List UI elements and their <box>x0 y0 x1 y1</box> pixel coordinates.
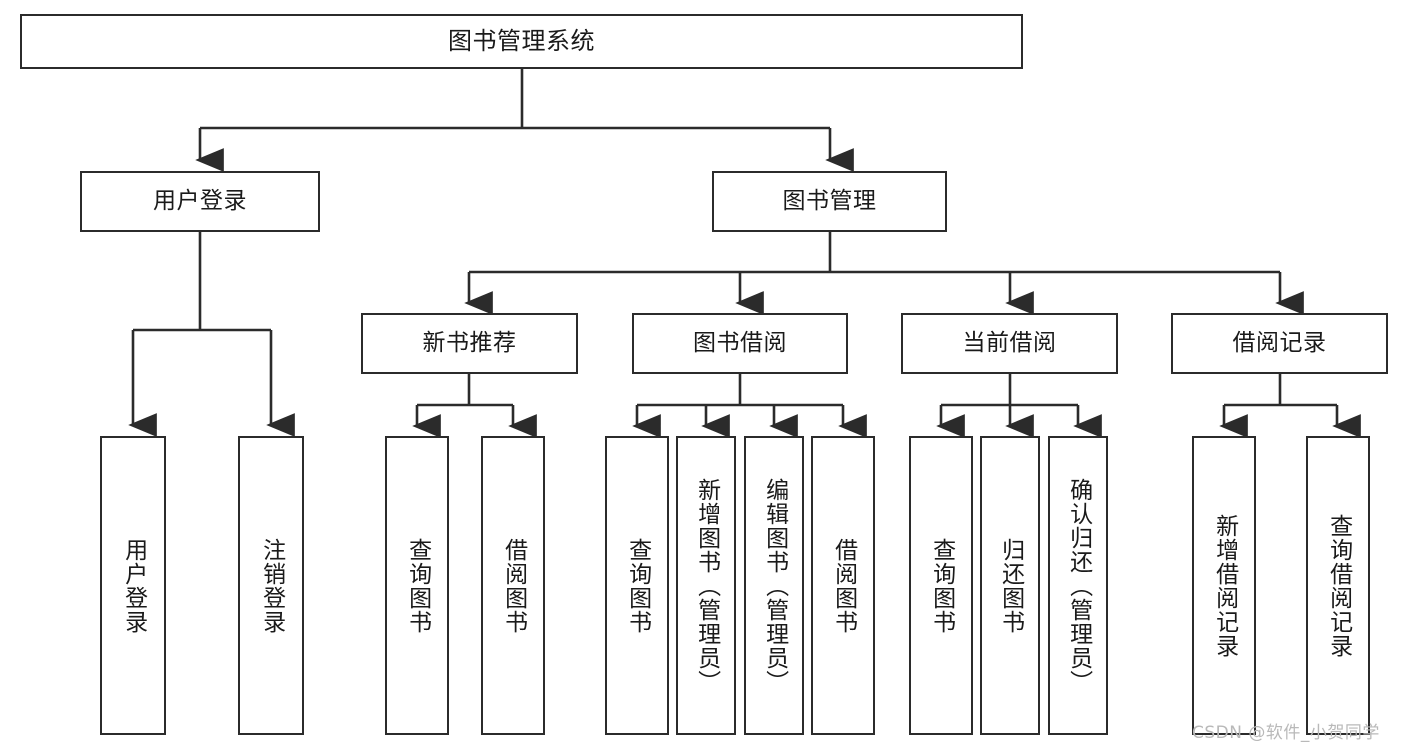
node-label: 查询图书 <box>404 537 431 634</box>
node-root-book-management-system[interactable]: 图书管理系统 <box>20 14 1023 69</box>
node-label: 归还图书 <box>997 537 1024 634</box>
node-book-borrow[interactable]: 图书借阅 <box>632 313 848 374</box>
node-label: 查询图书 <box>928 537 955 634</box>
node-label: 图书管理 <box>782 187 877 214</box>
leaf-new-book-query-books[interactable]: 查询图书 <box>385 436 449 735</box>
node-label: 图书借阅 <box>693 329 787 356</box>
node-label: 新增借阅记录 <box>1211 513 1238 658</box>
node-label: 借阅图书 <box>500 537 527 634</box>
node-current-borrow[interactable]: 当前借阅 <box>901 313 1118 374</box>
node-new-book-recommend[interactable]: 新书推荐 <box>361 313 578 374</box>
node-label: 借阅图书 <box>830 537 857 634</box>
node-label: 新书推荐 <box>422 329 517 356</box>
node-label: 用户登录 <box>153 187 247 214</box>
leaf-book-borrow-query-books[interactable]: 查询图书 <box>605 436 669 735</box>
leaf-book-borrow-borrow-books[interactable]: 借阅图书 <box>811 436 875 735</box>
node-borrow-records[interactable]: 借阅记录 <box>1171 313 1388 374</box>
node-label: 借阅记录 <box>1232 329 1327 356</box>
node-label: 编辑图书（管理员） <box>761 477 788 694</box>
node-label: 用户登录 <box>120 537 147 634</box>
leaf-new-book-borrow-books[interactable]: 借阅图书 <box>481 436 545 735</box>
node-label: 查询图书 <box>624 537 651 634</box>
node-label: 确认归还（管理员） <box>1065 477 1092 694</box>
leaf-user-login-logout[interactable]: 注销登录 <box>238 436 304 735</box>
node-book-management[interactable]: 图书管理 <box>712 171 947 232</box>
node-label: 注销登录 <box>258 537 285 634</box>
leaf-borrow-records-add-record[interactable]: 新增借阅记录 <box>1192 436 1256 735</box>
csdn-watermark: CSDN @软件_小贺同学 <box>1192 723 1380 743</box>
node-user-login[interactable]: 用户登录 <box>80 171 320 232</box>
leaf-user-login-login[interactable]: 用户登录 <box>100 436 166 735</box>
leaf-book-borrow-add-book-admin[interactable]: 新增图书（管理员） <box>676 436 736 735</box>
node-label: 新增图书（管理员） <box>693 477 720 694</box>
node-label: 图书管理系统 <box>448 27 595 56</box>
leaf-current-borrow-confirm-return-admin[interactable]: 确认归还（管理员） <box>1048 436 1108 735</box>
leaf-book-borrow-edit-book-admin[interactable]: 编辑图书（管理员） <box>744 436 804 735</box>
leaf-current-borrow-return-books[interactable]: 归还图书 <box>980 436 1040 735</box>
node-label: 查询借阅记录 <box>1325 513 1352 658</box>
node-label: 当前借阅 <box>962 329 1057 356</box>
leaf-borrow-records-query-record[interactable]: 查询借阅记录 <box>1306 436 1370 735</box>
leaf-current-borrow-query-books[interactable]: 查询图书 <box>909 436 973 735</box>
